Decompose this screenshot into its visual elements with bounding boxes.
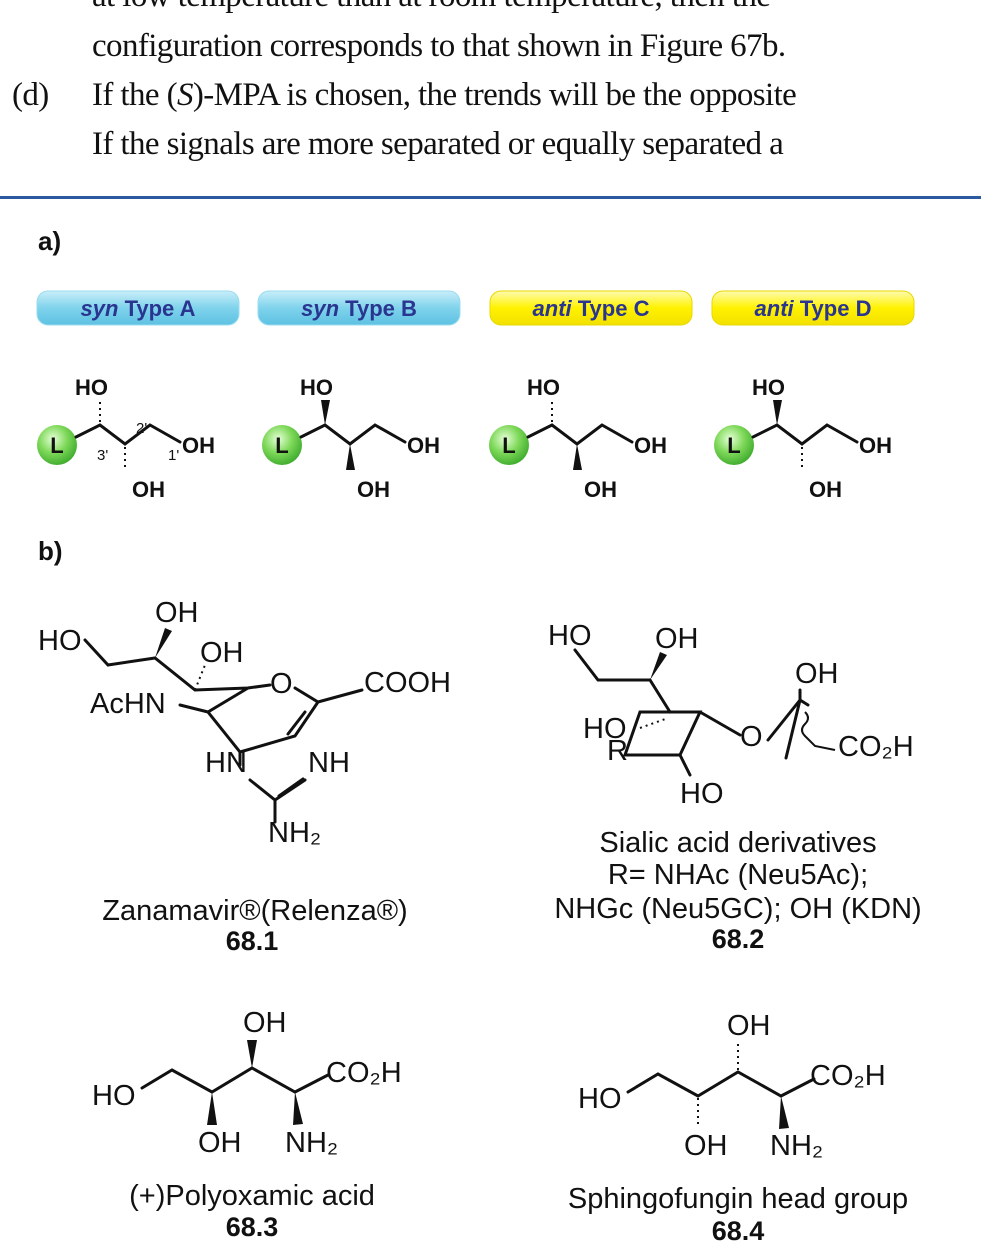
label-oh: OH <box>584 477 617 502</box>
ligand-sphere <box>37 425 77 465</box>
label-oh: OH <box>795 658 839 690</box>
ligand-label: L <box>727 433 740 458</box>
compound-caption: Sialic acid derivatives <box>599 827 876 859</box>
label-cooh: COOH <box>364 667 451 699</box>
badge-anti-type: anti Type D <box>711 290 915 326</box>
label-co2h: CO₂H <box>838 731 914 763</box>
label-oh: OH <box>655 623 699 655</box>
body-text-line-2: configuration corresponds to that shown … <box>92 28 786 64</box>
badge-syn-type: syn Type B <box>257 290 461 326</box>
label-ho: HO <box>38 625 82 657</box>
label-oh: OH <box>357 477 390 502</box>
diol-type-D: L HO OH OH <box>714 375 892 502</box>
label-oh: OH <box>132 477 165 502</box>
position-2: 2' <box>136 420 147 437</box>
text-post: )-MPA is chosen, the trends will be the … <box>192 77 797 113</box>
label-oh: OH <box>243 1007 287 1039</box>
badge-background <box>36 290 240 326</box>
compound-68-1-structure: HO OH OH O COOH AcHN HN NH NH₂ Zanamavir… <box>38 597 451 956</box>
compound-68-2-structure: HO OH OH O CO₂H HO R HO Sialic acid deri… <box>548 620 922 954</box>
panel-a-label: a) <box>38 226 61 256</box>
compound-68-4-structure: OH CO₂H HO OH NH₂ Sphingofungin head gro… <box>568 1010 908 1246</box>
section-rule <box>0 196 981 199</box>
compound-number: 68.3 <box>226 1212 279 1242</box>
text-italic-s: S <box>176 77 194 113</box>
label-oh: OH <box>155 597 199 629</box>
badge-anti-type: anti Type C <box>489 290 693 326</box>
badge-background <box>257 290 461 326</box>
label-ho: HO <box>583 713 627 745</box>
label-o: O <box>740 721 763 753</box>
label-ho: HO <box>300 375 333 400</box>
body-text-line-4: If the signals are more separated or equ… <box>92 126 784 162</box>
compound-number: 68.4 <box>712 1216 765 1246</box>
compound-caption: Sphingofungin head group <box>568 1183 908 1215</box>
label-oh: OH <box>198 1127 242 1159</box>
label-hn: HN <box>205 747 247 779</box>
ligand-label: L <box>50 433 63 458</box>
compound-caption: Zanamavir®(Relenza®) <box>102 895 407 927</box>
label-oh: OH <box>859 433 892 458</box>
badge-label: anti Type C <box>533 296 650 321</box>
panel-b-label: b) <box>38 536 63 566</box>
label-oh: OH <box>407 433 440 458</box>
compound-number: 68.2 <box>712 924 765 954</box>
compound-caption: NHGc (Neu5GC); OH (KDN) <box>554 893 921 925</box>
label-ho: HO <box>578 1083 622 1115</box>
compound-number: 68.1 <box>226 926 279 956</box>
label-nh2: NH₂ <box>770 1130 823 1162</box>
diol-type-A: L HO OH OH 3' 2' 1' <box>37 375 215 502</box>
label-nh: NH <box>308 747 350 779</box>
position-1: 1' <box>168 447 179 464</box>
label-oh: OH <box>809 477 842 502</box>
label-ho: HO <box>680 778 724 810</box>
label-ho: HO <box>752 375 785 400</box>
ligand-label: L <box>275 433 288 458</box>
label-o: O <box>270 668 293 700</box>
label-r: R <box>607 735 628 767</box>
compound-68-3-structure: OH CO₂H HO OH NH₂ (+)Polyoxamic acid 68.… <box>92 1007 402 1242</box>
diol-type-C: L HO OH OH <box>489 375 667 502</box>
list-marker: (d) <box>12 77 49 113</box>
badge-background <box>711 290 915 326</box>
label-oh: OH <box>634 433 667 458</box>
badge-syn-type: syn Type A <box>36 290 240 326</box>
label-ho: HO <box>92 1080 136 1112</box>
ligand-sphere <box>714 425 754 465</box>
badge-label: syn Type B <box>301 296 417 321</box>
ligand-sphere <box>262 425 302 465</box>
badge-label: anti Type D <box>755 296 872 321</box>
compound-caption: (+)Polyoxamic acid <box>129 1180 375 1212</box>
compound-caption: R= NHAc (Neu5Ac); <box>608 859 868 891</box>
label-oh: OH <box>182 433 215 458</box>
badge-background <box>489 290 693 326</box>
label-co2h: CO₂H <box>810 1060 886 1092</box>
label-ho: HO <box>75 375 108 400</box>
body-text-line-3: (d) If the (S)-MPA is chosen, the trends … <box>12 77 981 114</box>
label-nh2: NH₂ <box>285 1127 338 1159</box>
label-ho: HO <box>548 620 592 652</box>
text-pre: If the ( <box>92 77 178 113</box>
label-achn: AcHN <box>90 688 166 720</box>
diol-type-B: L HO OH OH <box>262 375 440 502</box>
badge-label: syn Type A <box>81 296 196 321</box>
position-3: 3' <box>97 447 108 464</box>
ligand-label: L <box>502 433 515 458</box>
label-oh: OH <box>684 1130 728 1162</box>
label-co2h: CO₂H <box>326 1057 402 1089</box>
body-text-line-1: at low temperature than at room temperat… <box>92 0 981 15</box>
label-oh: OH <box>200 637 244 669</box>
label-ho: HO <box>527 375 560 400</box>
label-nh2: NH₂ <box>268 817 321 849</box>
label-oh: OH <box>727 1010 771 1042</box>
ligand-sphere <box>489 425 529 465</box>
